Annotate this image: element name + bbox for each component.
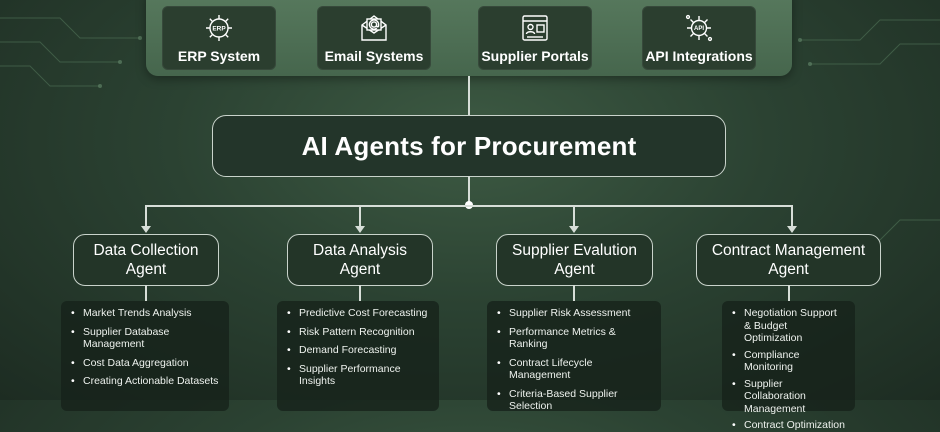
connector-sources-to-title: [468, 76, 470, 115]
agent-capabilities-list: Negotiation Support & Budget Optimizatio…: [722, 301, 855, 431]
connector-agent-4: [791, 205, 793, 227]
api-icon-text: API: [694, 26, 704, 32]
agent-name-line2: Agent: [554, 261, 595, 278]
source-label: Supplier Portals: [481, 48, 589, 64]
list-item: Contract Optimization: [730, 419, 845, 432]
connector-title-down: [468, 176, 470, 205]
agent-name-line2: Agent: [768, 261, 809, 278]
source-erp-system[interactable]: ERP ERP System: [162, 6, 276, 70]
arrow-agent-2: [355, 226, 365, 233]
list-item: Negotiation Support & Budget Optimizatio…: [730, 307, 845, 345]
connector-list-3: [573, 285, 575, 301]
list-item: Supplier Risk Assessment: [495, 307, 651, 320]
list-item: Contract Lifecycle Management: [495, 357, 651, 382]
connector-list-2: [359, 285, 361, 301]
list-item: Performance Metrics & Ranking: [495, 326, 651, 351]
source-label: Email Systems: [324, 48, 424, 64]
agent-name-line1: Supplier Evalution: [512, 242, 637, 259]
agent-supplier-evalution[interactable]: Supplier Evalution Agent: [496, 234, 653, 286]
erp-gear-icon: ERP: [202, 11, 236, 45]
circuit-decoration: [0, 17, 940, 241]
source-supplier-portals[interactable]: Supplier Portals: [478, 6, 592, 70]
connector-horizontal: [145, 205, 793, 207]
email-icon: [357, 11, 391, 45]
erp-icon-text: ERP: [212, 26, 226, 33]
list-item: Supplier Performance Insights: [285, 363, 429, 388]
api-gear-icon: API: [682, 11, 716, 45]
list-item: Creating Actionable Datasets: [69, 375, 219, 388]
agent-contract-management[interactable]: Contract Management Agent: [696, 234, 881, 286]
agent-data-analysis[interactable]: Data Analysis Agent: [287, 234, 433, 286]
list-item: Supplier Collaboration Management: [730, 378, 845, 416]
list-item: Compliance Monitoring: [730, 349, 845, 374]
connector-list-1: [145, 285, 147, 301]
source-email-systems[interactable]: Email Systems: [317, 6, 431, 70]
source-label: API Integrations: [645, 48, 753, 64]
connector-list-4: [788, 285, 790, 301]
agent-name-line2: Agent: [125, 261, 167, 278]
agent-name-line2: Agent: [339, 261, 381, 278]
connector-agent-3: [573, 205, 575, 227]
list-item: Criteria-Based Supplier Selection: [495, 388, 651, 413]
agent-data-collection[interactable]: Data Collection Agent: [73, 234, 219, 286]
source-label: ERP System: [177, 48, 261, 64]
agent-name-line1: Contract Management: [711, 242, 866, 259]
list-item: Market Trends Analysis: [69, 307, 219, 320]
data-sources-panel: ERP ERP System Email Systems: [146, 0, 792, 76]
arrow-agent-3: [569, 226, 579, 233]
list-item: Demand Forecasting: [285, 344, 429, 357]
agent-name-line1: Data Collection: [93, 242, 199, 259]
list-item: Risk Pattern Recognition: [285, 326, 429, 339]
main-title: AI Agents for Procurement: [212, 115, 726, 177]
agent-capabilities-list: Supplier Risk Assessment Performance Met…: [487, 301, 661, 413]
agent-capabilities-list: Predictive Cost Forecasting Risk Pattern…: [277, 301, 439, 411]
list-item: Predictive Cost Forecasting: [285, 307, 429, 320]
list-item: Supplier Database Management: [69, 326, 219, 351]
connector-agent-1: [145, 205, 147, 227]
source-api-integrations[interactable]: API API Integrations: [642, 6, 756, 70]
agent-name-line1: Data Analysis: [313, 242, 407, 259]
arrow-agent-4: [787, 226, 797, 233]
connector-agent-2: [359, 205, 361, 227]
arrow-agent-1: [141, 226, 151, 233]
agent-capabilities-list: Market Trends Analysis Supplier Database…: [61, 301, 229, 411]
list-item: Cost Data Aggregation: [69, 357, 219, 370]
supplier-portal-icon: [518, 11, 552, 45]
